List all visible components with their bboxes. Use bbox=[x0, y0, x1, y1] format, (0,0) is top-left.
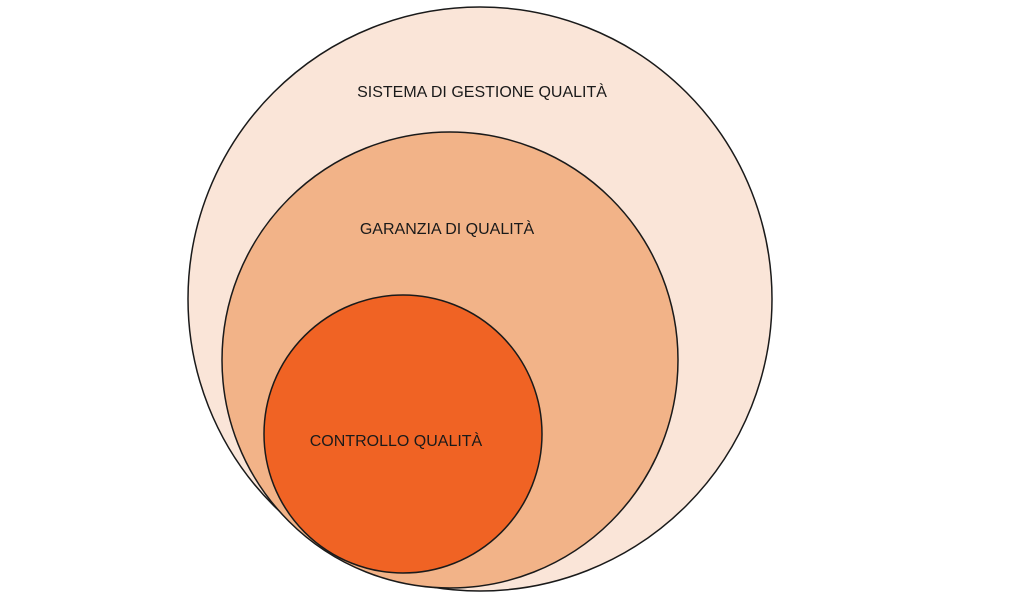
label-quality-assurance: GARANZIA DI QUALITÀ bbox=[360, 219, 535, 238]
label-quality-control: CONTROLLO QUALITÀ bbox=[310, 431, 483, 450]
label-quality-management-system: SISTEMA DI GESTIONE QUALITÀ bbox=[357, 82, 607, 101]
circle-quality-control bbox=[263, 294, 543, 574]
